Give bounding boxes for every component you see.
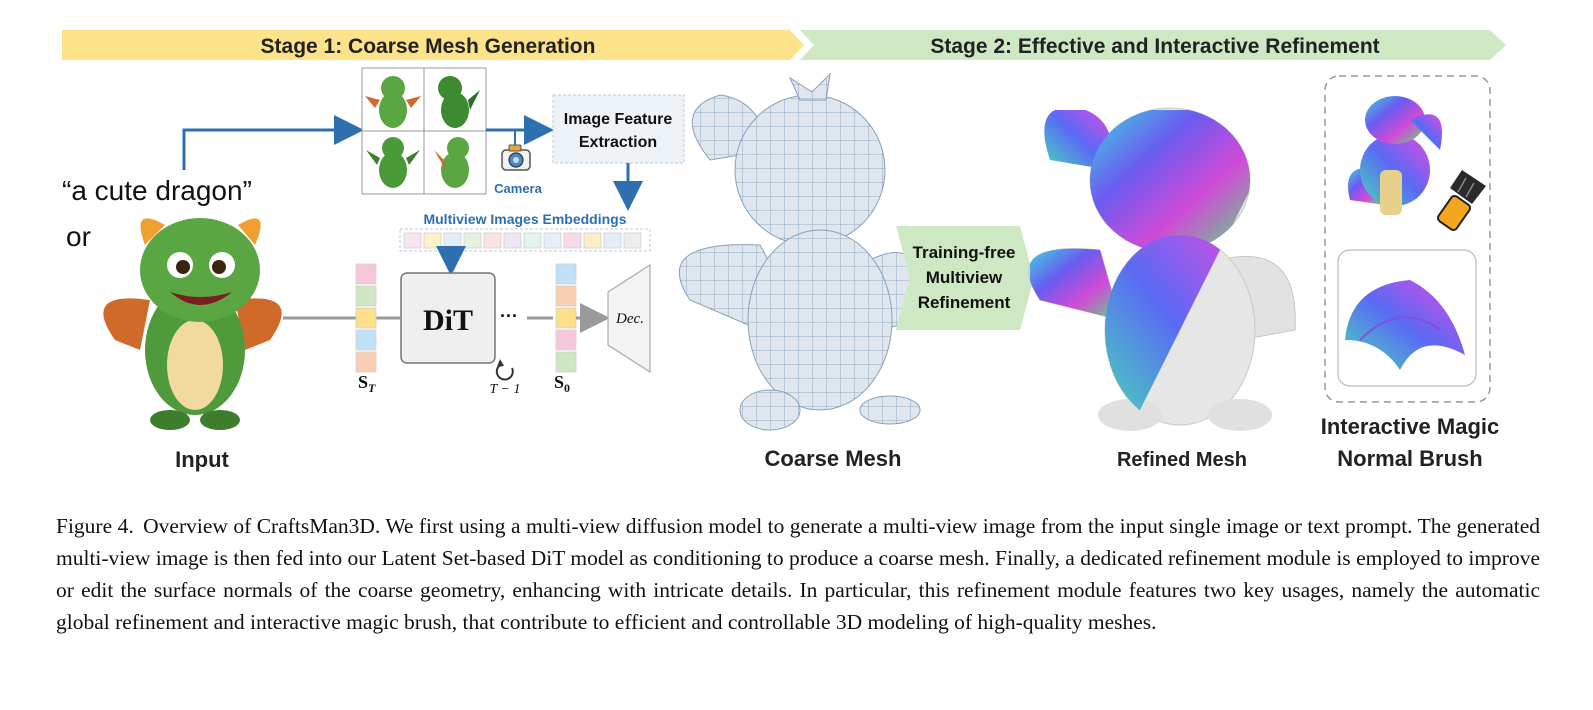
caption-label: Figure 4.	[56, 514, 134, 538]
refined-mesh-label: Refined Mesh	[1117, 449, 1247, 471]
dit-dots: ···	[500, 306, 518, 326]
noise-latent-stack	[355, 263, 377, 373]
dit-block	[400, 272, 496, 364]
s-t-label: ST	[358, 372, 376, 395]
input-to-multiview-arrow	[182, 115, 364, 170]
stage1-banner: Stage 1: Coarse Mesh Generation	[62, 30, 804, 60]
embedding-token	[603, 232, 622, 249]
embedding-token	[483, 232, 502, 249]
stage2-title: Stage 2: Effective and Interactive Refin…	[930, 35, 1379, 58]
latent-token	[555, 329, 577, 351]
loop-icon	[495, 359, 514, 381]
camera-label: Camera	[494, 181, 542, 196]
embedding-token	[443, 232, 462, 249]
view-thumb-1	[365, 76, 421, 128]
embedding-token	[523, 232, 542, 249]
image-feature-extraction-box: Image Feature Extraction	[552, 94, 685, 164]
embedding-token	[563, 232, 582, 249]
multiview-images-grid	[361, 67, 487, 195]
embedding-token	[463, 232, 482, 249]
coarse-mesh-label: Coarse Mesh	[765, 446, 902, 471]
decoder-block	[607, 263, 651, 374]
coarse-mesh-image	[679, 72, 922, 431]
method-overview-figure: Stage 1: Coarse Mesh Generation Stage 2:…	[62, 30, 1506, 472]
input-label: Input	[175, 447, 229, 472]
refined-mesh-image	[1028, 107, 1296, 431]
view-thumb-3	[366, 137, 420, 188]
figure-caption: Figure 4. Overview of CraftsMan3D. We fi…	[56, 510, 1540, 638]
paintbrush-icon	[1436, 170, 1486, 232]
latent-token	[555, 351, 577, 373]
brush-label-line1: Interactive Magic	[1321, 414, 1500, 439]
refine-line2: Multiview	[926, 268, 1003, 287]
latent-token	[555, 285, 577, 307]
or-text: or	[66, 221, 91, 252]
embeddings-label: Multiview Images Embeddings	[423, 211, 626, 227]
brush-wing-closeup	[1345, 280, 1465, 370]
feature-box-line1: Image Feature	[564, 111, 673, 128]
embedding-token	[503, 232, 522, 249]
embeddings-strip	[399, 228, 651, 252]
refine-line1: Training-free	[913, 243, 1016, 262]
latent-token	[555, 307, 577, 329]
input-dragon-image	[103, 218, 282, 430]
latent-token	[355, 263, 377, 285]
feature-box-line2: Extraction	[579, 134, 657, 151]
decoder-label: Dec.	[615, 311, 644, 327]
magic-brush-panel	[1324, 75, 1491, 403]
embedding-tokens	[403, 232, 642, 249]
embedding-token	[583, 232, 602, 249]
latent-token	[355, 351, 377, 373]
text-prompt: “a cute dragon”	[62, 175, 252, 206]
camera-icon	[501, 144, 531, 171]
view-thumb-4	[434, 137, 469, 188]
brush-dragon-preview	[1348, 96, 1442, 215]
embedding-token	[623, 232, 642, 249]
refinement-module: Training-free Multiview Refinement	[896, 226, 1034, 330]
dit-label: DiT	[423, 304, 473, 337]
latent-token	[355, 285, 377, 307]
embedding-token	[543, 232, 562, 249]
denoised-latent-stack	[555, 263, 577, 373]
view-thumb-2	[438, 76, 480, 128]
stage2-banner: Stage 2: Effective and Interactive Refin…	[800, 30, 1506, 60]
loop-label: T − 1	[490, 382, 521, 397]
brush-label-line2: Normal Brush	[1337, 446, 1482, 471]
latent-token	[355, 307, 377, 329]
latent-token	[555, 263, 577, 285]
refine-line3: Refinement	[918, 293, 1011, 312]
embedding-token	[423, 232, 442, 249]
stage1-title: Stage 1: Coarse Mesh Generation	[261, 35, 596, 58]
caption-text: Overview of CraftsMan3D. We first using …	[56, 514, 1541, 634]
s-0-label: S0	[554, 372, 570, 395]
latent-token	[355, 329, 377, 351]
embedding-token	[403, 232, 422, 249]
